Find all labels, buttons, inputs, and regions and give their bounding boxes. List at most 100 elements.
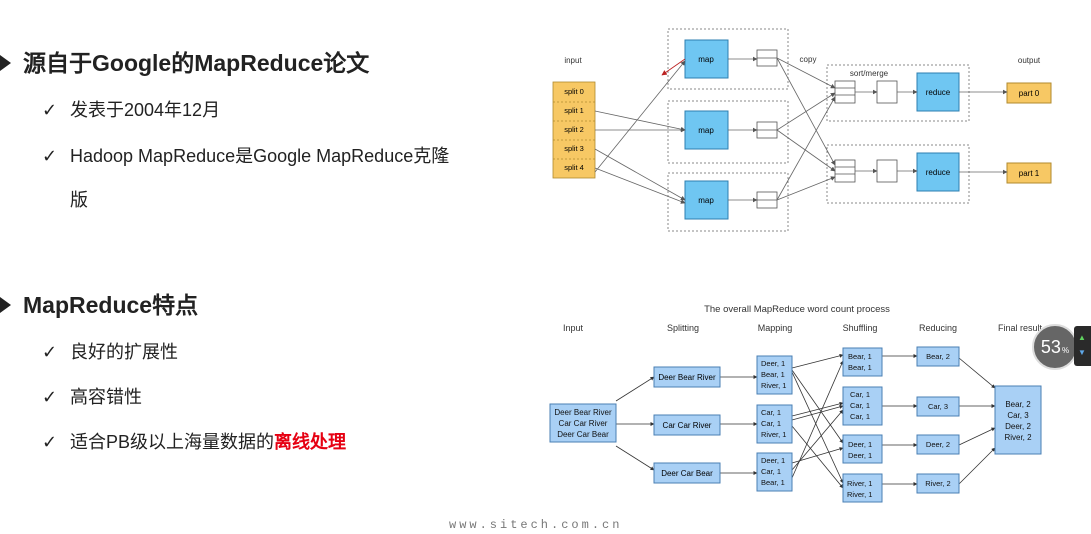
bullet-continuation: 版 bbox=[70, 190, 88, 210]
bullet-text: 适合PB级以上海量数据的 bbox=[70, 432, 275, 452]
arrow-bullet-icon bbox=[0, 296, 11, 313]
check-icon: ✓ bbox=[42, 342, 58, 363]
split-label: split 4 bbox=[564, 163, 584, 172]
bullet-text: Hadoop MapReduce是Google MapReduce克隆 bbox=[70, 146, 450, 166]
input-line: Car Car River bbox=[559, 419, 608, 428]
check-icon: ✓ bbox=[42, 100, 58, 121]
input-label: input bbox=[564, 56, 582, 65]
check-icon: ✓ bbox=[42, 432, 58, 453]
final-result-box bbox=[994, 385, 1042, 455]
mapping-line: Deer, 1 bbox=[761, 456, 785, 465]
final-line: Deer, 2 bbox=[1005, 422, 1031, 431]
reduce-result: Car, 3 bbox=[928, 402, 948, 411]
reduce-result-box bbox=[916, 346, 960, 367]
split-text: Deer Bear River bbox=[658, 373, 716, 382]
check-icon: ✓ bbox=[42, 146, 58, 167]
split-label: split 0 bbox=[564, 87, 584, 96]
split-text: Car Car River bbox=[663, 421, 712, 430]
mapping-line: River, 1 bbox=[761, 381, 786, 390]
shuffle-line: Bear, 1 bbox=[848, 352, 872, 361]
shuffle-line: River, 1 bbox=[847, 490, 872, 499]
stage-label: Splitting bbox=[667, 323, 699, 333]
stage-label: Reducing bbox=[919, 323, 957, 333]
reduce-result-box bbox=[916, 396, 960, 417]
footer-url: www.sitech.com.cn bbox=[449, 518, 623, 532]
shuffle-box bbox=[842, 386, 883, 426]
download-arrow-icon: ▼ bbox=[1078, 348, 1086, 357]
input-box bbox=[549, 403, 617, 443]
shuffle-line: Car, 1 bbox=[850, 412, 870, 421]
copy-label: copy bbox=[800, 55, 817, 64]
split-box bbox=[653, 366, 721, 388]
shuffle-box bbox=[842, 473, 883, 503]
bullet-text: 发表于2004年12月 bbox=[70, 100, 221, 120]
split-box bbox=[653, 462, 721, 484]
input-line: Deer Car Bear bbox=[557, 430, 609, 439]
mapping-line: Bear, 1 bbox=[761, 478, 785, 487]
mapping-line: Car, 1 bbox=[761, 467, 781, 476]
stage-label: Final result bbox=[998, 323, 1043, 333]
network-side-panel[interactable]: ▲ ▼ bbox=[1074, 326, 1091, 366]
output-part-label: part 1 bbox=[1019, 169, 1040, 178]
zoom-unit: % bbox=[1061, 345, 1070, 355]
split-box bbox=[653, 414, 721, 436]
mapping-line: River, 1 bbox=[761, 430, 786, 439]
section2-heading-text: MapReduce特点 bbox=[23, 292, 199, 318]
map-label: map bbox=[698, 126, 714, 135]
shuffle-line: Deer, 1 bbox=[848, 440, 872, 449]
output-part-label: part 0 bbox=[1019, 89, 1040, 98]
mapping-line: Deer, 1 bbox=[761, 359, 785, 368]
split-text: Deer Car Bear bbox=[661, 469, 713, 478]
mapping-box bbox=[756, 404, 793, 444]
highlight-text: 离线处理 bbox=[274, 432, 347, 452]
map-label: map bbox=[698, 196, 714, 205]
mapping-box bbox=[756, 452, 793, 492]
shuffle-line: Car, 1 bbox=[850, 390, 870, 399]
mapping-box bbox=[756, 355, 793, 395]
shuffle-line: Bear, 1 bbox=[848, 363, 872, 372]
check-icon: ✓ bbox=[42, 387, 58, 408]
upload-arrow-icon: ▲ bbox=[1078, 333, 1086, 342]
section1-heading: 源自于Google的MapReduce论文 bbox=[0, 44, 369, 78]
mapping-line: Bear, 1 bbox=[761, 370, 785, 379]
split-label: split 3 bbox=[564, 144, 584, 153]
reduce-result-box bbox=[916, 434, 960, 455]
reduce-result-box bbox=[916, 473, 960, 494]
split-label: split 1 bbox=[564, 106, 584, 115]
reduce-label: reduce bbox=[926, 168, 951, 177]
zoom-badge[interactable]: 53% bbox=[1032, 324, 1078, 370]
stage-label: Input bbox=[563, 323, 584, 333]
final-line: Car, 3 bbox=[1007, 411, 1029, 420]
diagram-title: The overall MapReduce word count process bbox=[704, 304, 890, 315]
mapping-line: Car, 1 bbox=[761, 419, 781, 428]
reduce-label: reduce bbox=[926, 88, 951, 97]
split-stack: split 0 split 1 split 2 split 3 split 4 bbox=[552, 81, 596, 179]
mapping-line: Car, 1 bbox=[761, 408, 781, 417]
final-line: Bear, 2 bbox=[1005, 400, 1031, 409]
bullet-text: 良好的扩展性 bbox=[70, 342, 178, 362]
zoom-value: 53 bbox=[1040, 336, 1061, 357]
shuffle-box bbox=[842, 434, 883, 464]
arrow-bullet-icon bbox=[0, 54, 11, 71]
output-label: output bbox=[1018, 56, 1041, 65]
bullet-text: 高容错性 bbox=[70, 387, 142, 407]
reduce-result: Deer, 2 bbox=[926, 440, 950, 449]
map-label: map bbox=[698, 55, 714, 64]
mapreduce-flow-diagram: input copy sort/merge output split 0 spl… bbox=[552, 28, 1052, 232]
section1-heading-text: 源自于Google的MapReduce论文 bbox=[23, 50, 370, 76]
shuffle-line: Deer, 1 bbox=[848, 451, 872, 460]
sortmerge-label: sort/merge bbox=[850, 69, 889, 78]
reduce-box bbox=[916, 72, 960, 112]
bullet-item: ✓ Hadoop MapReduce是Google MapReduce克隆 bbox=[42, 142, 449, 168]
input-line: Deer Bear River bbox=[554, 408, 612, 417]
final-line: River, 2 bbox=[1004, 433, 1032, 442]
bullet-item: ✓ 良好的扩展性 bbox=[42, 338, 178, 364]
stage-label: Shuffling bbox=[843, 323, 878, 333]
bullet-item: ✓ 高容错性 bbox=[42, 383, 142, 409]
reduce-result: Bear, 2 bbox=[926, 352, 950, 361]
stage-label: Mapping bbox=[758, 323, 793, 333]
reduce-result: River, 2 bbox=[925, 479, 950, 488]
section2-heading: MapReduce特点 bbox=[0, 286, 198, 320]
bullet-item: ✓ 适合PB级以上海量数据的离线处理 bbox=[42, 428, 346, 454]
shuffle-box bbox=[842, 347, 883, 377]
